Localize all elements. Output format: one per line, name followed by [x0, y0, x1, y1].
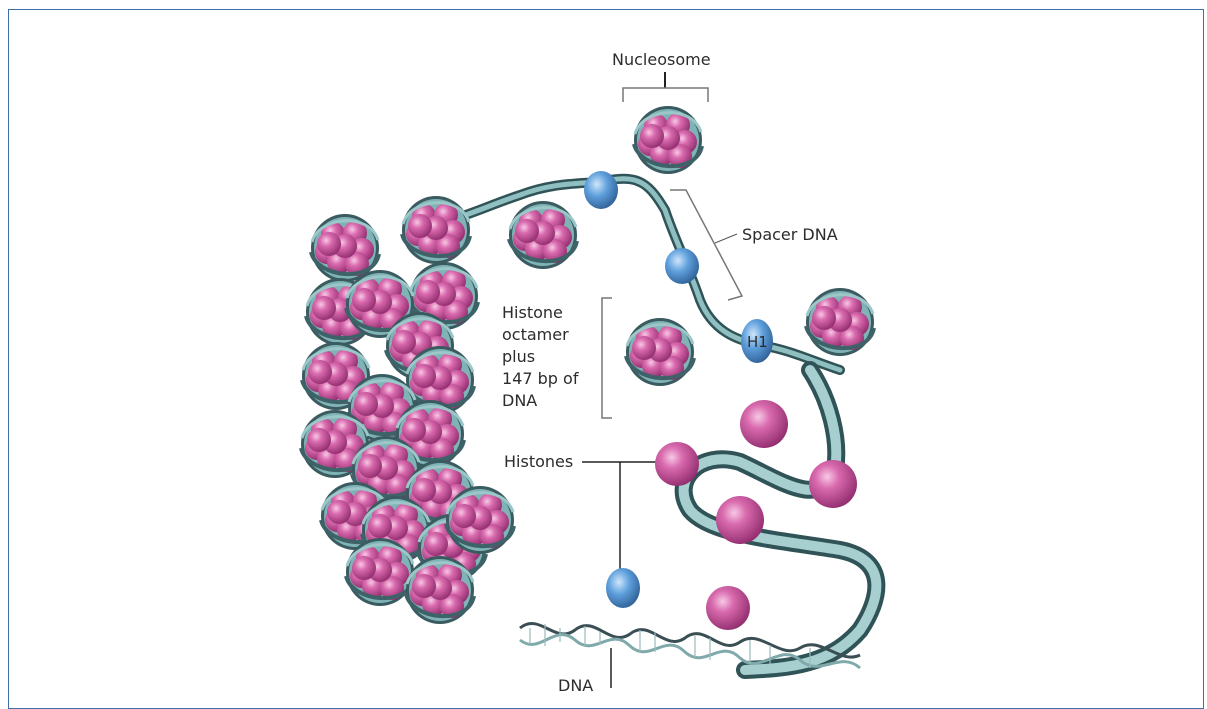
histones-callout: Histones [504, 452, 660, 572]
nucleosome-2 [626, 318, 694, 386]
free-histone-5 [706, 586, 750, 630]
nucleosome-label: Nucleosome [612, 50, 711, 69]
nucleosome-callout: Nucleosome [612, 50, 711, 102]
histone-octamer-line-2: octamer [502, 325, 569, 344]
linker-histone-2 [665, 248, 699, 284]
spacer-dna-label: Spacer DNA [742, 225, 838, 244]
nucleosome-1 [509, 201, 577, 269]
histone-octamer-line-4: 147 bp of [502, 369, 579, 388]
histone-octamer-line-1: Histone [502, 303, 563, 322]
dna-callout: DNA [558, 648, 611, 695]
free-histone-4 [716, 496, 764, 544]
histone-octamer-callout: Histone octamer plus 147 bp of DNA [502, 298, 612, 418]
histone-octamer-line-3: plus [502, 347, 535, 366]
histones-label: Histones [504, 452, 573, 471]
free-linker-histone [606, 568, 640, 608]
h1-label: H1 [747, 333, 768, 351]
dna-label: DNA [558, 676, 593, 695]
h1-histone: H1 [741, 319, 773, 363]
free-histone-3 [809, 460, 857, 508]
nucleosome-3 [806, 288, 874, 356]
free-histone-2 [740, 400, 788, 448]
chromatin-fiber [301, 196, 514, 624]
free-histone-1 [655, 442, 699, 486]
linker-histone-1 [584, 171, 618, 209]
histone-octamer-line-5: DNA [502, 391, 537, 410]
nucleosome-top [634, 106, 702, 174]
